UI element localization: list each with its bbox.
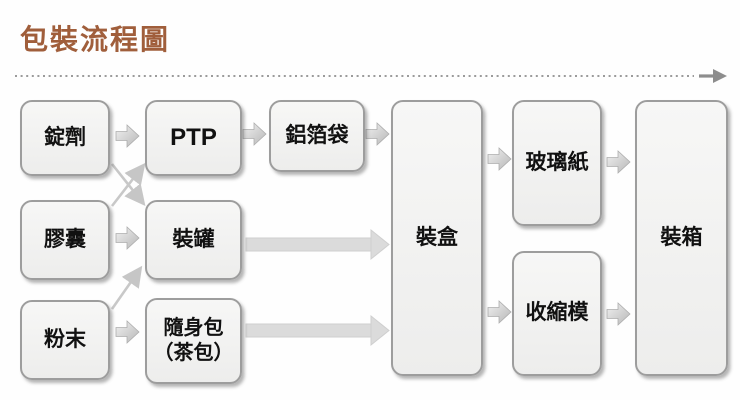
arrow-capsule-to-ptp-icon bbox=[110, 162, 146, 207]
node-boxing: 裝盒 bbox=[391, 100, 483, 376]
node-carton-label: 裝箱 bbox=[660, 225, 703, 249]
arrow-powder-to-canning-icon bbox=[110, 265, 143, 310]
node-ptp-label: PTP bbox=[170, 124, 217, 151]
node-shrink-wrap-label: 收縮模 bbox=[525, 301, 589, 325]
arrow-foilbag-to-boxing-icon bbox=[365, 122, 390, 146]
arrow-tablet-to-ptp-icon bbox=[115, 124, 140, 148]
node-canning: 裝罐 bbox=[145, 200, 242, 280]
node-sachet-label-line1: 隨身包 bbox=[163, 317, 224, 339]
node-foil-bag-label: 鋁箔袋 bbox=[285, 123, 349, 147]
node-sachet: 隨身包 （茶包） bbox=[145, 298, 242, 384]
node-shrink-wrap: 收縮模 bbox=[512, 251, 602, 376]
node-boxing-label: 裝盒 bbox=[416, 225, 458, 249]
node-capsule: 膠囊 bbox=[20, 200, 110, 280]
arrow-capsule-to-canning-icon bbox=[115, 226, 140, 250]
node-canning-label: 裝罐 bbox=[172, 227, 215, 251]
node-foil-bag: 鋁箔袋 bbox=[269, 100, 365, 172]
arrow-tablet-to-canning-icon bbox=[110, 163, 146, 207]
node-powder-label: 粉末 bbox=[44, 327, 86, 351]
node-capsule-label: 膠囊 bbox=[44, 227, 86, 251]
node-cellophane: 玻璃紙 bbox=[512, 100, 602, 226]
timeline-arrow-icon bbox=[699, 69, 727, 83]
arrow-boxing-to-cellophane-icon bbox=[487, 147, 512, 171]
node-sachet-label-line2: （茶包） bbox=[153, 342, 234, 364]
node-tablet-label: 錠劑 bbox=[44, 125, 86, 149]
node-powder: 粉末 bbox=[20, 300, 110, 380]
node-carton: 裝箱 bbox=[635, 100, 728, 376]
arrow-ptp-to-foilbag-icon bbox=[242, 122, 267, 146]
page-title: 包裝流程圖 bbox=[20, 24, 171, 55]
arrow-powder-to-sachet-icon bbox=[115, 320, 140, 344]
node-ptp: PTP bbox=[145, 100, 242, 176]
arrow-boxing-to-shrink-icon bbox=[487, 300, 512, 324]
arrow-sachet-to-boxing-icon bbox=[245, 314, 390, 347]
arrow-canning-to-boxing-icon bbox=[245, 228, 390, 261]
node-cellophane-label: 玻璃紙 bbox=[525, 150, 589, 174]
arrow-shrink-to-carton-icon bbox=[606, 302, 631, 326]
node-tablet: 錠劑 bbox=[20, 100, 110, 176]
timeline bbox=[15, 69, 727, 83]
arrow-cellophane-to-carton-icon bbox=[606, 150, 631, 174]
